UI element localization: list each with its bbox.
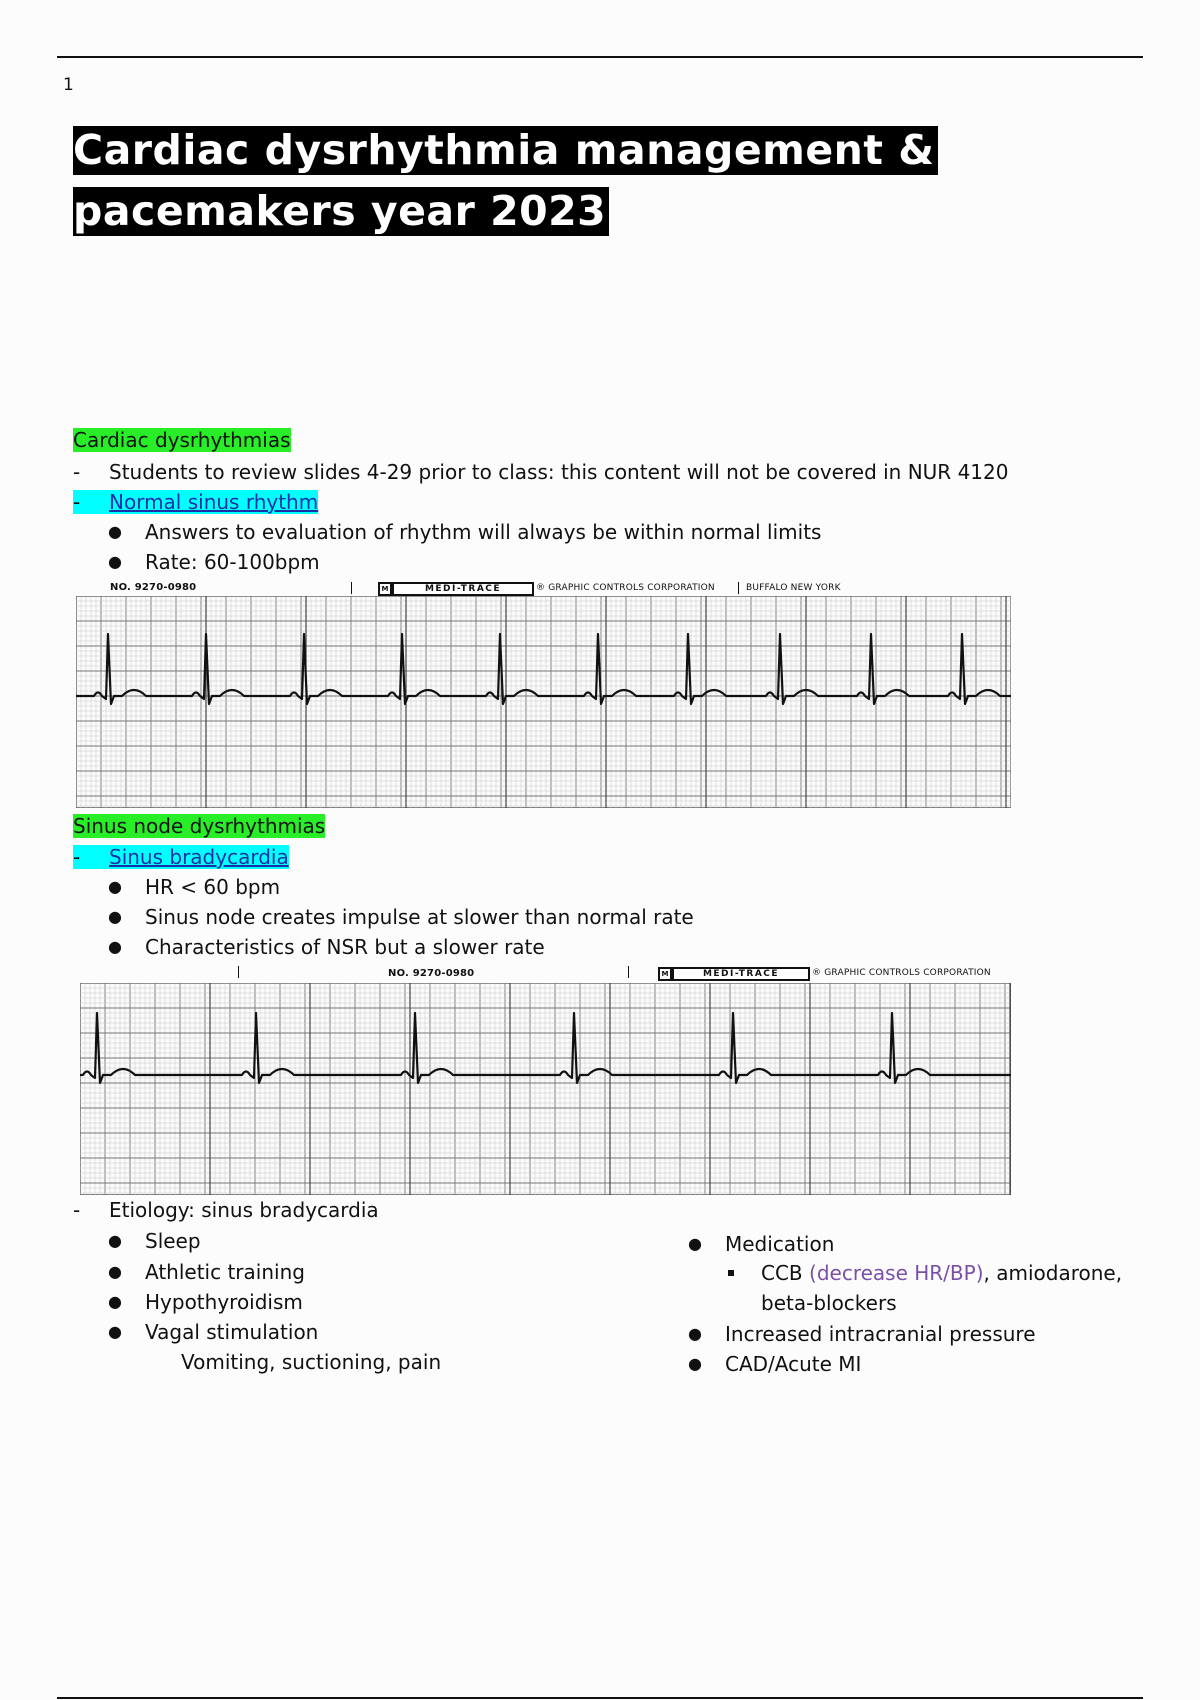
ecg-strip-sinus-bradycardia: NO. 9270-0980 M MEDI-TRACE ® GRAPHIC CON… [80, 964, 1011, 1196]
ecg-trace [76, 632, 1011, 706]
bottom-rule [57, 1697, 1143, 1699]
nsr-link[interactable]: Normal sinus rhythm [109, 490, 319, 514]
strip-divider [628, 966, 629, 978]
ccb-annotation: (decrease HR/BP) [809, 1261, 984, 1285]
meditrace-brand: MEDI-TRACE [392, 582, 534, 596]
bullet-icon: ● [108, 1322, 122, 1341]
sinus-bradycardia-link[interactable]: Sinus bradycardia [109, 845, 289, 869]
bullet-icon: ● [108, 1262, 122, 1281]
etiology-item: Increased intracranial pressure [725, 1322, 1036, 1346]
dash-marker: - [73, 460, 81, 484]
section-heading-sinus-node-dysrhythmias: Sinus node dysrhythmias [73, 814, 326, 838]
etiology-item: Athletic training [145, 1260, 305, 1284]
brady-point: HR < 60 bpm [145, 875, 281, 899]
etiology-heading: -Etiology: sinus bradycardia [73, 1198, 379, 1222]
meditrace-logo: M [378, 582, 392, 596]
ccb-item-continued: beta-blockers [761, 1291, 897, 1315]
nsr-item: - Normal sinus rhythm [73, 490, 319, 514]
dash-marker: - [73, 1198, 81, 1222]
vagal-detail: Vomiting, suctioning, pain [181, 1350, 442, 1374]
section-heading-cardiac-dysrhythmias: Cardiac dysrhythmias [73, 428, 291, 452]
nsr-point: Rate: 60-100bpm [145, 550, 320, 574]
brady-item: - Sinus bradycardia [73, 845, 289, 869]
bullet-icon: ● [688, 1324, 702, 1343]
meditrace-logo: M [658, 967, 672, 981]
strip-form-number: NO. 9270-0980 [110, 582, 197, 593]
bullet-icon: ● [108, 937, 122, 956]
strip-city: BUFFALO NEW YORK [746, 583, 841, 593]
dash-marker: - [73, 845, 81, 869]
brady-point: Sinus node creates impulse at slower tha… [145, 905, 694, 929]
meditrace-brand: MEDI-TRACE [672, 967, 810, 981]
ecg-grid-trace [76, 596, 1011, 808]
ecg-trace [80, 1011, 1011, 1085]
strip-form-number: NO. 9270-0980 [388, 968, 475, 979]
etiology-item: CAD/Acute MI [725, 1352, 862, 1376]
review-note: - Students to review slides 4-29 prior to… [73, 460, 1008, 484]
page-number: 1 [63, 75, 74, 95]
strip-company: ® GRAPHIC CONTROLS CORPORATION [812, 968, 991, 978]
bullet-icon: ● [108, 552, 122, 571]
ccb-item: CCB (decrease HR/BP), amiodarone, [761, 1261, 1123, 1285]
bullet-icon: ● [108, 1292, 122, 1311]
ecg-grid-trace [80, 983, 1011, 1195]
strip-divider [351, 582, 352, 594]
ecg-strip-normal-sinus-rhythm: NO. 9270-0980 M MEDI-TRACE ® GRAPHIC CON… [76, 580, 1011, 810]
nsr-point: Answers to evaluation of rhythm will alw… [145, 520, 822, 544]
dash-marker: - [73, 490, 81, 514]
brady-point: Characteristics of NSR but a slower rate [145, 935, 545, 959]
bullet-icon: ● [108, 1231, 122, 1250]
strip-company: ® GRAPHIC CONTROLS CORPORATION [536, 583, 715, 593]
strip-divider [238, 966, 239, 978]
bullet-icon: ● [108, 522, 122, 541]
bullet-icon: ● [688, 1234, 702, 1253]
ecg-paper [76, 596, 1011, 808]
etiology-item: Hypothyroidism [145, 1290, 303, 1314]
bullet-icon: ● [108, 877, 122, 896]
etiology-item-medication: Medication [725, 1232, 835, 1256]
title-text: Cardiac dysrhythmia management & pacemak… [73, 126, 938, 236]
top-rule [57, 56, 1143, 58]
bullet-icon: ● [688, 1354, 702, 1373]
square-bullet-icon [728, 1270, 734, 1276]
strip-divider [738, 582, 739, 594]
etiology-item: Sleep [145, 1229, 201, 1253]
document-title: Cardiac dysrhythmia management & pacemak… [73, 120, 1148, 242]
bullet-icon: ● [108, 907, 122, 926]
review-note-text: Students to review slides 4-29 prior to … [109, 460, 1009, 484]
etiology-item: Vagal stimulation [145, 1320, 319, 1344]
